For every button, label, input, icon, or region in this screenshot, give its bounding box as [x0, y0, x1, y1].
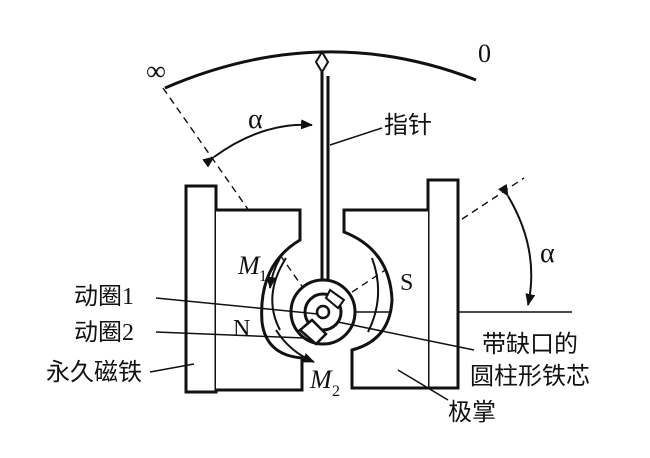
right-magnet-bar — [426, 178, 460, 390]
left-pole-shoe — [216, 208, 304, 392]
moving-coil-2-leader — [155, 331, 305, 339]
north-pole-label: N — [233, 316, 250, 342]
pointer-label: 指针 — [384, 112, 432, 139]
left-magnet-bar — [184, 184, 218, 394]
moving-coil-1-label: 动圈1 — [74, 283, 134, 310]
pole-shoe-leader — [397, 369, 449, 401]
notched-core-leader — [337, 321, 475, 351]
permanent-magnet-leader — [149, 363, 195, 373]
coil-m1-arrow — [266, 257, 281, 289]
deflection-dashed-line — [162, 87, 321, 313]
alpha-symbol-upper: α — [248, 104, 263, 135]
permanent-magnet-label: 永久磁铁 — [46, 359, 142, 386]
moving-coil-1-leader — [155, 297, 319, 315]
south-pole-label: S — [400, 270, 413, 296]
right-pole-shoe — [342, 208, 428, 390]
coil-m1-index: 1 — [259, 268, 267, 285]
notched-core-label-line1: 带缺口的 — [482, 331, 578, 358]
pointer-needle — [314, 50, 330, 300]
air-gap-arc — [271, 257, 287, 331]
alpha-symbol-right: α — [540, 238, 555, 269]
scale-infinity-mark: ∞ — [146, 56, 166, 87]
notched-core-label-line2: 圆柱形铁芯 — [470, 363, 590, 390]
pole-shoe-label: 极掌 — [448, 399, 496, 426]
moving-coil-2-label: 动圈2 — [74, 319, 134, 346]
coil-m2-label: M — [309, 365, 333, 394]
alpha-arc-right — [498, 183, 536, 306]
air-gap-arc-right — [367, 257, 380, 333]
alpha-arc-upper — [202, 119, 313, 168]
scale-zero-mark: 0 — [478, 39, 491, 68]
coil-m2-index: 2 — [332, 383, 340, 400]
notched-core — [289, 278, 357, 346]
pointer-leader-line — [329, 127, 383, 146]
coil-m2-arrow — [275, 329, 315, 363]
coil-m1-label: M — [237, 251, 261, 280]
